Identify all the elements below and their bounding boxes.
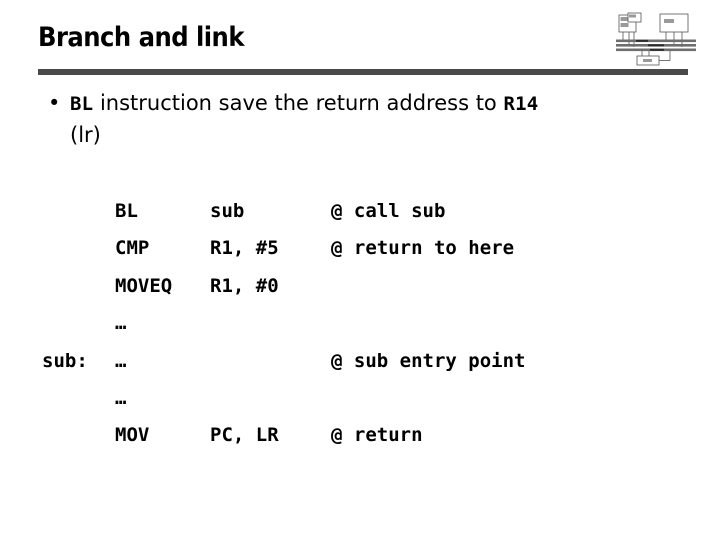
code-comment: @ return to here xyxy=(331,237,515,260)
code-comment: @ return xyxy=(331,424,423,447)
code-row: … xyxy=(0,387,720,424)
code-row: sub: … @ sub entry point xyxy=(0,350,720,387)
code-row: MOV PC, LR @ return xyxy=(0,424,720,461)
code-mnemonic: MOVEQ xyxy=(115,274,173,297)
slide-canvas: Branch and link xyxy=(0,10,720,462)
code-row: MOVEQ R1, #0 xyxy=(0,275,720,312)
bullet-item-text: BL instruction save the return address t… xyxy=(44,88,684,120)
bullet-plain-text: instruction save the return address to xyxy=(93,91,504,115)
code-ellipsis: … xyxy=(115,386,127,409)
code-ellipsis: … xyxy=(115,349,127,372)
list-item: • BL instruction save the return address… xyxy=(44,88,684,120)
code-comment: @ sub entry point xyxy=(331,349,526,372)
bullet-register-r14: R14 xyxy=(503,93,539,115)
code-mnemonic: MOV xyxy=(115,424,150,447)
code-listing: BL sub @ call sub CMP R1, #5 @ return to… xyxy=(0,200,720,462)
list-item-continuation: (lr) xyxy=(44,120,684,151)
code-ellipsis: … xyxy=(115,312,127,335)
code-comment: @ call sub xyxy=(331,200,446,222)
bullet-marker: • xyxy=(48,91,61,115)
code-row: BL sub @ call sub xyxy=(0,200,720,237)
code-operands: R1, #5 xyxy=(210,237,279,260)
code-operands: sub xyxy=(210,200,245,222)
title-divider xyxy=(38,69,688,75)
bullet-mnemonic-bl: BL xyxy=(70,93,94,115)
code-operands: R1, #0 xyxy=(210,274,279,297)
page-title: Branch and link xyxy=(38,22,244,53)
code-operands: PC, LR xyxy=(210,424,279,447)
code-mnemonic: BL xyxy=(115,200,138,222)
code-label-sub: sub: xyxy=(42,349,88,372)
code-row: … xyxy=(0,312,720,349)
system-block-diagram-logo xyxy=(616,10,696,66)
code-row: CMP R1, #5 @ return to here xyxy=(0,237,720,274)
bullet-list: • BL instruction save the return address… xyxy=(44,88,684,151)
bullet-continuation-text: (lr) xyxy=(70,123,101,147)
code-mnemonic: CMP xyxy=(115,237,150,260)
